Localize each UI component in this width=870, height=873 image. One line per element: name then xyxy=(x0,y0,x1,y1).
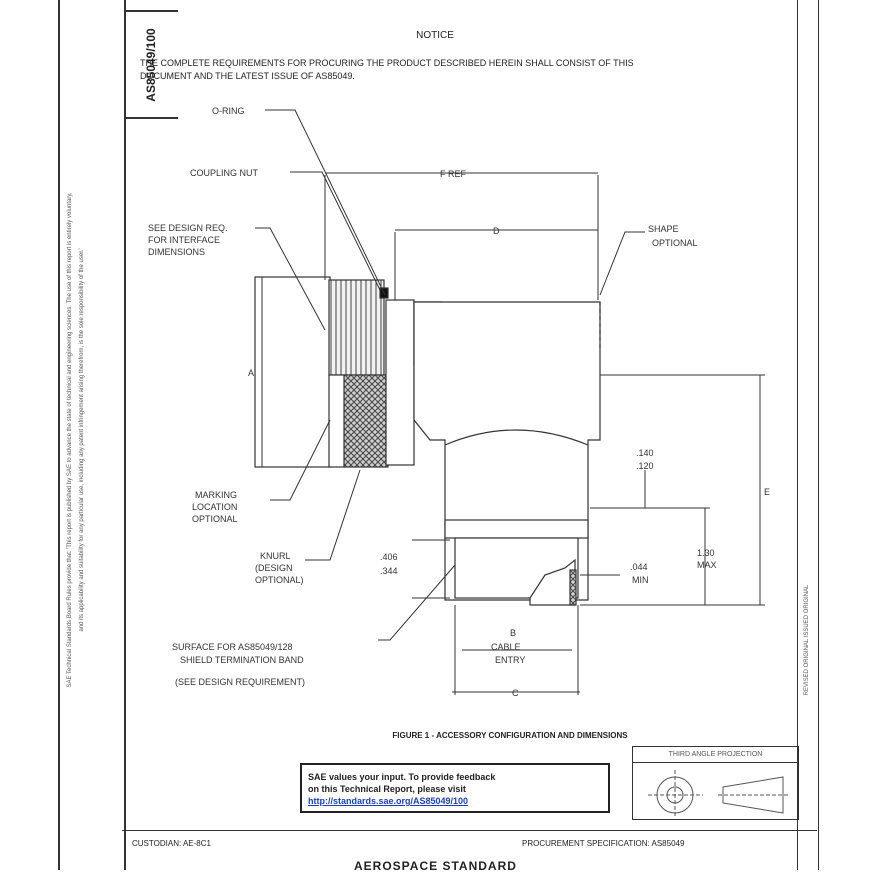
dimension-lines xyxy=(261,172,765,695)
notice-text-line-1: THE COMPLETE REQUIREMENTS FOR PROCURING … xyxy=(140,58,634,68)
label-see-design-1: SEE DESIGN REQ. xyxy=(148,223,228,233)
label-surface-2: SHIELD TERMINATION BAND xyxy=(180,655,304,665)
aerospace-standard-heading: AEROSPACE STANDARD xyxy=(354,859,517,873)
revision-column xyxy=(797,0,819,870)
notice-text-line-2: DOCUMENT AND THE LATEST ISSUE OF AS85049… xyxy=(140,71,355,81)
label-c: C xyxy=(512,688,519,698)
label-shape-1: SHAPE xyxy=(648,224,679,234)
label-surface-3: (SEE DESIGN REQUIREMENT) xyxy=(175,677,305,687)
third-angle-projection-icon xyxy=(648,770,788,817)
figure-caption: FIGURE 1 - ACCESSORY CONFIGURATION AND D… xyxy=(392,731,628,740)
label-see-design-3: DIMENSIONS xyxy=(148,247,205,257)
label-surface-1: SURFACE FOR AS85049/128 xyxy=(172,642,293,652)
label-max: MAX xyxy=(697,560,717,570)
label-marking-1: MARKING xyxy=(195,490,237,500)
label-b: B xyxy=(510,628,516,638)
left-margin-strip: AS85049/100 xyxy=(58,0,178,870)
label-dim-344: .344 xyxy=(380,566,398,576)
label-see-design-2: FOR INTERFACE xyxy=(148,235,220,245)
custodian-label: CUSTODIAN: AE-8C1 xyxy=(132,839,211,848)
label-entry: ENTRY xyxy=(495,655,525,665)
label-marking-2: LOCATION xyxy=(192,502,237,512)
label-a: A xyxy=(248,368,254,378)
connector-body xyxy=(254,276,601,606)
feedback-box: SAE values your input. To provide feedba… xyxy=(300,763,610,813)
notice-title: NOTICE xyxy=(416,30,454,41)
label-coupling-nut: COUPLING NUT xyxy=(190,168,259,178)
label-o-ring: O-RING xyxy=(212,106,245,116)
label-marking-3: OPTIONAL xyxy=(192,514,238,524)
label-dim-120: .120 xyxy=(636,461,654,471)
leader-lines xyxy=(255,109,645,641)
label-f-ref: F REF xyxy=(440,169,467,179)
title-block: CUSTODIAN: AE-8C1 PROCUREMENT SPECIFICAT… xyxy=(122,830,817,873)
label-dim-044: .044 xyxy=(630,562,648,572)
label-d: D xyxy=(493,226,500,236)
label-knurl-1: KNURL xyxy=(260,551,291,561)
feedback-link[interactable]: http://standards.sae.org/AS85049/100 xyxy=(308,796,469,806)
revision-text: REVISED ORIGINAL ISSUED ORIGINAL xyxy=(804,584,810,696)
label-min: MIN xyxy=(632,575,649,585)
feedback-line-2: on this Technical Report, please visit xyxy=(308,784,466,794)
document-number-box: AS85049/100 xyxy=(124,10,178,119)
label-dim-406: .406 xyxy=(380,552,398,562)
label-dim-130: 1.30 xyxy=(697,548,715,558)
label-cable: CABLE xyxy=(491,642,521,652)
projection-label: THIRD ANGLE PROJECTION xyxy=(633,751,798,763)
label-knurl-3: OPTIONAL) xyxy=(255,575,304,585)
label-dim-140: .140 xyxy=(636,448,654,458)
label-knurl-2: (DESIGN xyxy=(255,563,293,573)
procurement-spec-label: PROCUREMENT SPECIFICATION: AS85049 xyxy=(522,839,685,848)
label-e: E xyxy=(764,487,770,497)
label-shape-2: OPTIONAL xyxy=(652,238,698,248)
projection-box: THIRD ANGLE PROJECTION xyxy=(632,746,799,820)
feedback-line-1: SAE values your input. To provide feedba… xyxy=(308,772,496,782)
